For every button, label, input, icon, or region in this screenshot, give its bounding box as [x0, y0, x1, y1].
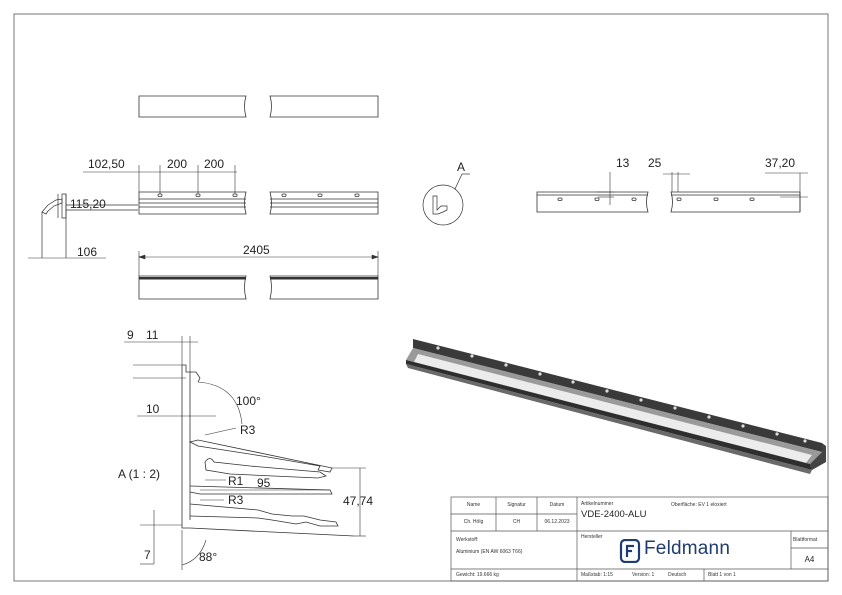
- dim-102-50: 102,50: [88, 157, 125, 171]
- dim-angle-88: 88°: [199, 550, 217, 564]
- blattformat-label: Blattformat: [793, 537, 818, 543]
- bottom-strip-right: [270, 277, 378, 280]
- top-plain-bar: [138, 95, 379, 118]
- row-datum: 06.12.2023: [544, 519, 570, 525]
- dim-r3-upper: R3: [240, 423, 256, 437]
- dim-9: 9: [127, 328, 134, 342]
- front-view-bar: [138, 191, 379, 215]
- detail-callout-label: A: [457, 160, 465, 174]
- mount-hole: [281, 193, 287, 197]
- dim-47-74: 47,74: [343, 494, 373, 508]
- detail-callout-circle: [422, 173, 470, 226]
- dim-r1: R1: [228, 474, 244, 488]
- sheet-frame: [13, 13, 829, 582]
- section-profile: [181, 364, 355, 537]
- section-title: A (1 : 2): [118, 467, 160, 481]
- blatt: Blatt 1 von 1: [708, 572, 736, 578]
- end-profile-small: [41, 193, 138, 258]
- right-view-dimensions: [597, 172, 808, 212]
- oberflaeche: Oberfläche: EV 1 eloxiert: [671, 502, 727, 508]
- version: Version: 1: [632, 572, 655, 578]
- dim-95: 95: [257, 476, 271, 490]
- werkstoff-value: Aluminium (EN AW 6063 T66): [456, 549, 523, 555]
- gewicht: Gewicht: 19.666 kg: [456, 572, 499, 578]
- section-dimensions: [124, 336, 366, 570]
- dim-37-20: 37,20: [765, 156, 795, 170]
- dim-10: 10: [146, 402, 160, 416]
- mount-hole: [557, 197, 563, 201]
- row-name: Ch. Hölg: [463, 519, 484, 525]
- feldmann-logo-icon: [619, 539, 641, 563]
- row-signatur: CH: [512, 519, 521, 525]
- header-name: Name: [466, 502, 481, 508]
- mount-hole: [354, 193, 360, 197]
- mount-hole: [713, 197, 719, 201]
- mount-hole: [631, 197, 637, 201]
- artikel-label: Artikelnummer: [581, 501, 614, 507]
- dim-7: 7: [144, 548, 151, 562]
- mount-hole: [594, 197, 600, 201]
- front-view-dimensions: [83, 165, 237, 194]
- title-block-grid: [450, 496, 829, 582]
- dim-13: 13: [616, 156, 630, 170]
- dim-11: 11: [146, 328, 159, 342]
- artikel-value: VDE-2400-ALU: [581, 509, 647, 520]
- dim-115-20: 115,20: [70, 197, 106, 211]
- feldmann-logo-text: Feldmann: [644, 538, 731, 559]
- dim-200-b: 200: [204, 157, 224, 171]
- mount-hole: [232, 193, 238, 197]
- dim-r3-lower: R3: [228, 493, 244, 507]
- dim-2405: 2405: [243, 243, 270, 257]
- mount-hole: [157, 193, 163, 197]
- right-view-bar: [536, 191, 801, 213]
- isometric-profile: [406, 339, 826, 474]
- blattformat-value: A4: [804, 555, 815, 564]
- dim-angle-100: 100°: [236, 394, 261, 408]
- massstab: Maßstab: 1:15: [581, 572, 613, 578]
- header-signatur: Signatur: [507, 502, 526, 508]
- header-datum: Datum: [549, 502, 565, 508]
- dim-25: 25: [648, 156, 662, 170]
- mount-hole: [317, 193, 323, 197]
- sprache: Deutsch: [668, 572, 687, 578]
- werkstoff-label: Werkstoff:: [456, 537, 479, 543]
- hersteller-label: Hersteller: [581, 534, 603, 540]
- bottom-view-dimension: [138, 251, 379, 276]
- bottom-strip-left: [139, 277, 246, 280]
- mount-hole: [195, 193, 201, 197]
- mount-hole: [749, 197, 755, 201]
- mount-hole: [676, 197, 682, 201]
- dim-106: 106: [77, 245, 97, 259]
- dim-200-a: 200: [167, 157, 187, 171]
- feldmann-logo: Feldmann: [619, 538, 739, 564]
